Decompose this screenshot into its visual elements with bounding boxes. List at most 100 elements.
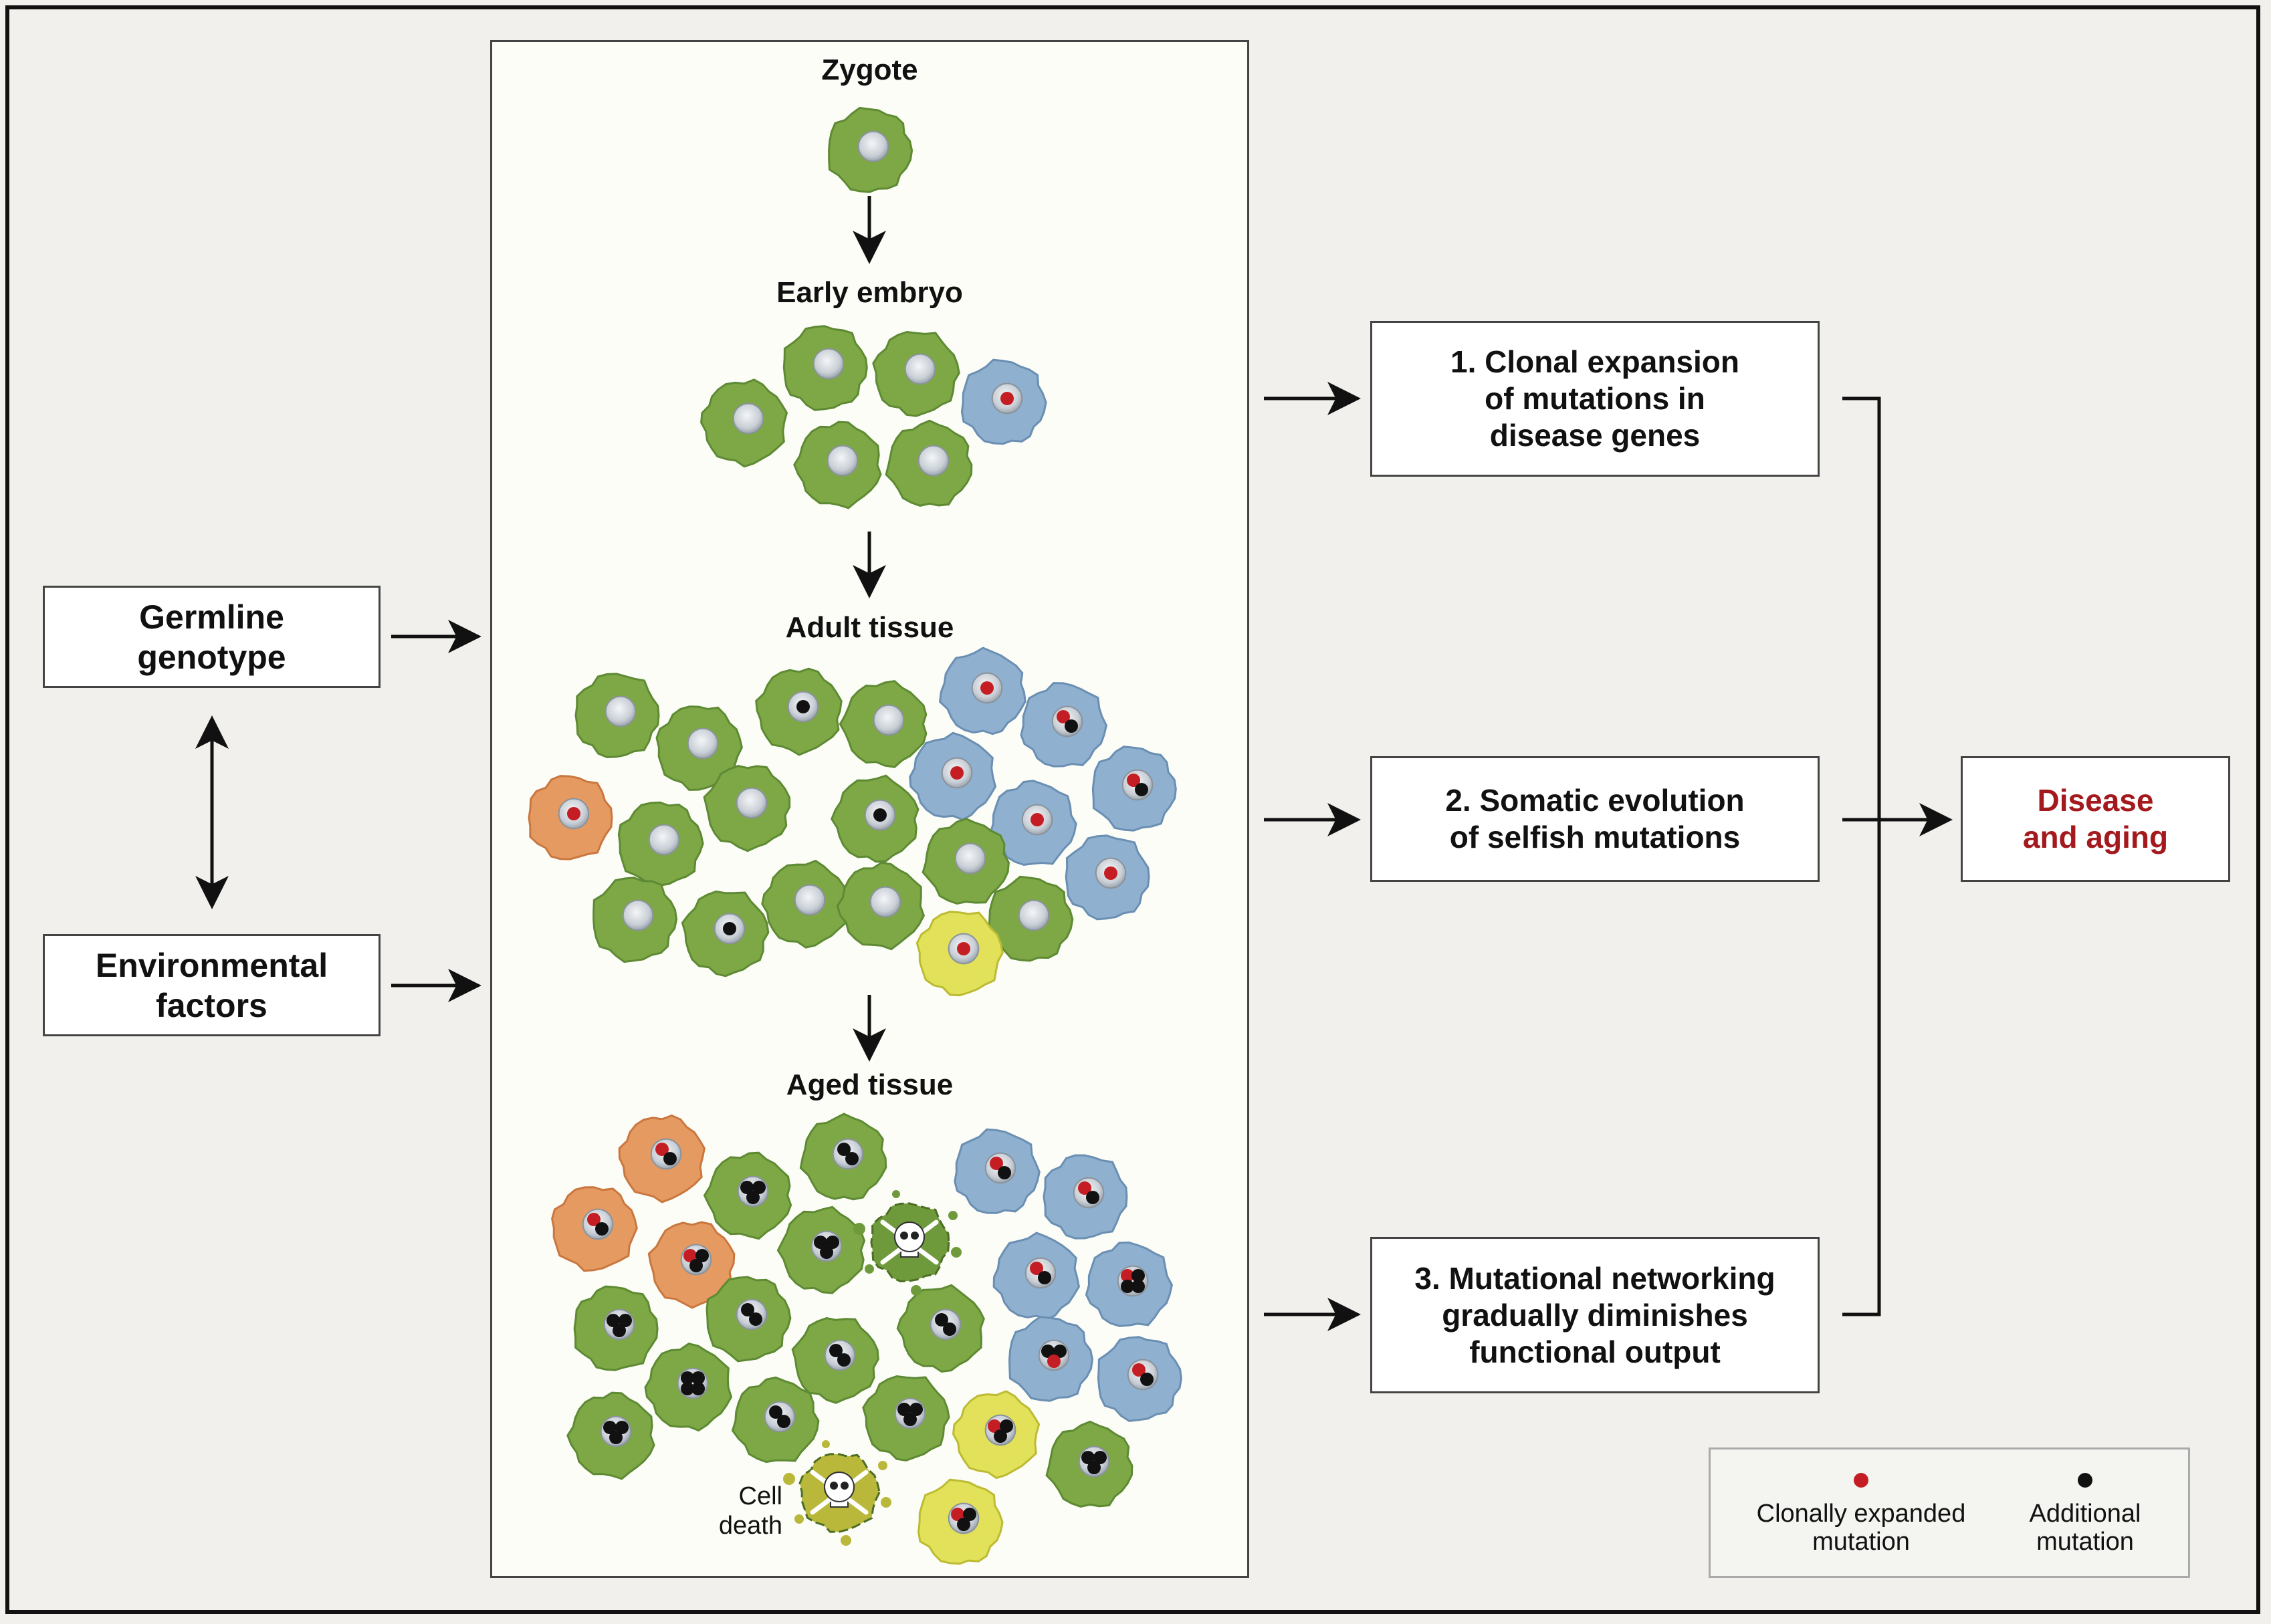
additional-mutation-dot (1131, 1280, 1145, 1293)
additional-mutation-dot (1041, 1345, 1055, 1358)
cells-layer (528, 106, 1182, 1565)
mechanism-2-line-2: of selfish mutations (1449, 820, 1741, 854)
additional-mutation-dot (595, 1222, 609, 1236)
legend-additional-line-1: Additional (2029, 1500, 2141, 1528)
legend-clonal: Clonally expanded mutation (1747, 1473, 1975, 1556)
additional-mutation-dot (897, 1403, 911, 1416)
cell (839, 680, 928, 768)
cell (872, 330, 960, 417)
cell (793, 421, 882, 509)
nucleus (736, 787, 768, 819)
additional-mutation-dot (1000, 1419, 1013, 1433)
cell (1065, 834, 1150, 921)
nucleus (794, 884, 826, 916)
additional-mutation-dot (741, 1303, 754, 1316)
mechanism-3-line-3: functional output (1469, 1334, 1721, 1369)
cell (896, 1284, 985, 1373)
mechanism-2-line-1: 2. Somatic evolution (1445, 783, 1745, 818)
disease-aging-box: Disease and aging (1961, 756, 2230, 882)
additional-mutation-dot (681, 1371, 694, 1385)
additional-mutation-dot (777, 1415, 790, 1428)
red-dot-icon (1854, 1473, 1868, 1488)
additional-mutation-dot (998, 1166, 1011, 1179)
clonal-mutation-dot (587, 1213, 601, 1226)
cell (922, 818, 1010, 905)
nucleus (904, 353, 936, 385)
cell-death-line-2: death (718, 1512, 782, 1540)
additional-mutation-dot (1121, 1280, 1134, 1293)
early-embryo-label: Early embryo (776, 276, 963, 309)
cell (828, 106, 913, 193)
cell (954, 1128, 1041, 1214)
nucleus (1117, 1265, 1149, 1297)
additional-mutation-dot (609, 1431, 623, 1444)
additional-mutation-dot (1087, 1461, 1101, 1474)
cell-debris (794, 1514, 804, 1524)
nucleus (813, 348, 845, 380)
nucleus (827, 445, 859, 477)
somatic-evolution-box: 2. Somatic evolution of selfish mutation… (1370, 756, 1820, 882)
additional-mutation-dot (957, 1518, 970, 1531)
cell (917, 1478, 1004, 1565)
cell (761, 859, 850, 949)
environmental-line-2: factors (156, 986, 267, 1024)
cell (528, 775, 613, 860)
nucleus (687, 727, 719, 760)
cell (655, 705, 743, 791)
clonal-mutation-dot (1000, 392, 1014, 405)
clonal-mutation-dot (1132, 1363, 1146, 1377)
nucleus (622, 899, 654, 931)
additional-mutation-dot (935, 1313, 948, 1326)
additional-mutation-dot (695, 1249, 709, 1262)
cell (706, 1276, 792, 1363)
germline-genotype-box: Germline genotype (43, 586, 381, 688)
additional-mutation-dot (845, 1152, 859, 1165)
cell (885, 419, 973, 507)
black-dot-icon (2078, 1473, 2092, 1488)
cell (952, 1390, 1041, 1480)
skull-eye (911, 1232, 919, 1240)
additional-mutation-dot (1135, 783, 1148, 796)
additional-mutation-dot (903, 1413, 917, 1426)
cell (703, 1151, 792, 1240)
additional-mutation-dot (615, 1421, 629, 1434)
additional-mutation-dot (746, 1191, 760, 1204)
additional-mutation-dot (723, 922, 736, 935)
clonal-mutation-dot (980, 681, 994, 695)
cell (799, 1113, 887, 1201)
additional-mutation-dot (613, 1324, 626, 1337)
clonal-mutation-dot (951, 1508, 964, 1521)
additional-mutation-dot (943, 1322, 956, 1336)
cell (831, 774, 920, 863)
cell (988, 875, 1074, 962)
cell-debris (911, 1285, 922, 1296)
clonal-mutation-dot (1104, 866, 1117, 880)
additional-mutation-dot (814, 1236, 827, 1249)
merge-bracket (1842, 396, 1881, 1316)
cell-debris (841, 1535, 851, 1546)
germline-line-2: genotype (137, 638, 286, 676)
clonal-mutation-dot (950, 766, 964, 780)
zygote-label: Zygote (821, 53, 918, 86)
cell (1043, 1154, 1128, 1240)
cell-debris (822, 1440, 830, 1448)
nucleus (954, 842, 986, 875)
adult-tissue-label: Adult tissue (785, 611, 954, 644)
legend-additional-line-2: mutation (2036, 1528, 2134, 1556)
cell-debris (878, 1461, 887, 1470)
additional-mutation-dot (663, 1152, 677, 1165)
additional-mutation-dot (691, 1382, 705, 1395)
additional-mutation-dot (820, 1246, 833, 1259)
additional-mutation-dot (837, 1143, 851, 1156)
cell (1091, 745, 1177, 832)
cell (776, 1205, 866, 1294)
additional-mutation-dot (796, 700, 810, 713)
cell (700, 378, 788, 468)
cell (915, 911, 1004, 997)
cell (703, 765, 791, 852)
mechanism-3-line-1: 3. Mutational networking (1414, 1260, 1775, 1296)
cell (755, 667, 843, 756)
clonal-mutation-dot (990, 1157, 1003, 1170)
additional-mutation-dot (619, 1314, 632, 1327)
cell-death-label: Cell death (702, 1482, 782, 1540)
